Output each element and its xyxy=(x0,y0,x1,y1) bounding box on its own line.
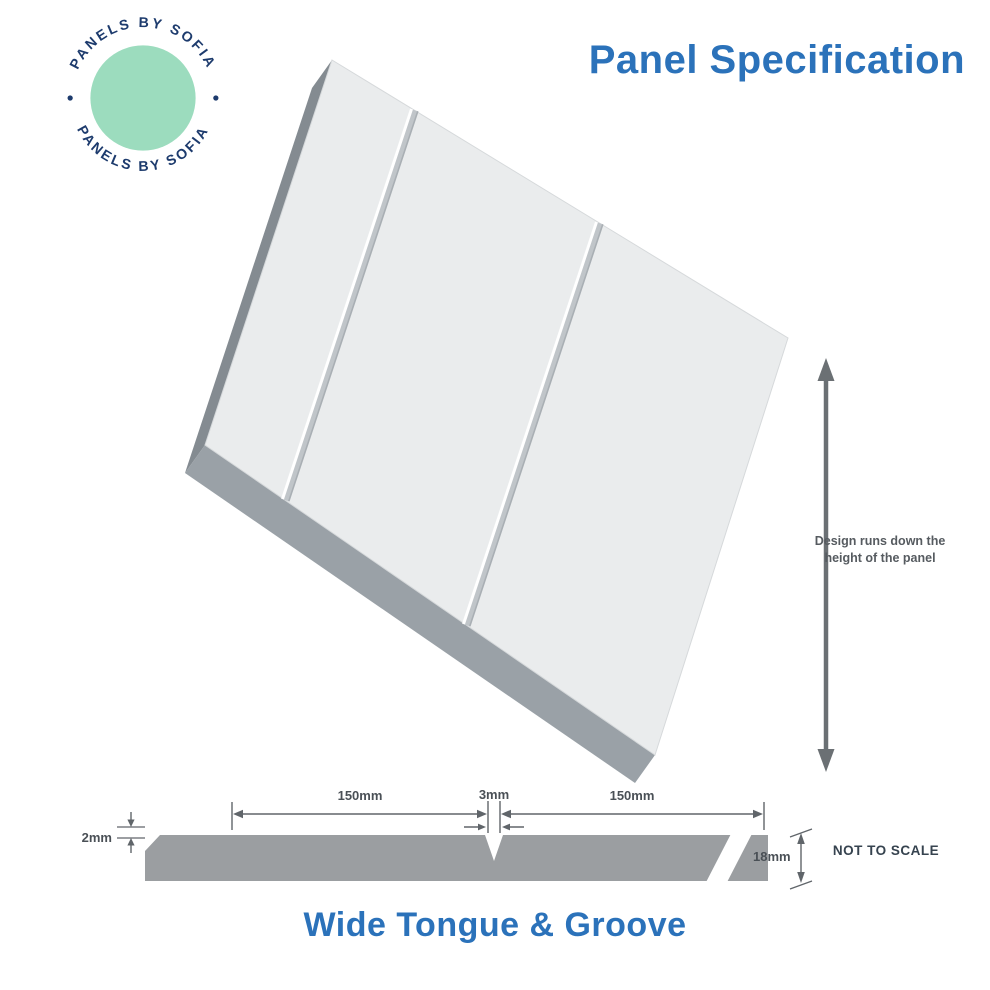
groove-1-highlight xyxy=(281,108,413,500)
panel-side-bottom xyxy=(185,445,655,783)
height-arrow-head-top xyxy=(817,358,835,381)
brand-logo: PANELS BY SOFIA PANELS BY SOFIA xyxy=(67,15,219,175)
groove-2-highlight xyxy=(462,221,598,625)
height-arrow-head-bottom xyxy=(817,749,835,772)
section-left-bevel xyxy=(145,835,160,851)
separator-dot-left xyxy=(67,95,73,101)
section-break-mark xyxy=(702,826,756,890)
separator-dot-right xyxy=(213,95,219,101)
groove-1-shadow xyxy=(281,108,418,502)
dim-label-groove: 3mm xyxy=(479,787,509,802)
dim-label-depth: 2mm xyxy=(82,830,112,845)
dimension-groove-3mm xyxy=(464,823,524,831)
height-note: Design runs down the height of the panel xyxy=(792,533,968,567)
height-note-line1: Design runs down the xyxy=(814,534,946,548)
logo-circle xyxy=(90,45,196,151)
cross-section: 150mm 3mm 150mm 2mm 18mm NOT TO SCALE xyxy=(82,787,939,890)
groove-1-edge xyxy=(288,110,419,502)
section-bar xyxy=(145,835,768,881)
dim-label-left: 150mm xyxy=(338,788,383,803)
panel-3d-render xyxy=(185,59,789,783)
dimension-left-150 xyxy=(233,809,487,819)
diagram-title: Wide Tongue & Groove xyxy=(303,906,687,944)
dim-label-right: 150mm xyxy=(610,788,655,803)
height-note-line2: height of the panel xyxy=(824,550,936,565)
height-arrow xyxy=(817,358,835,772)
dimension-thickness-18mm xyxy=(789,828,813,890)
extension-lines xyxy=(231,801,765,833)
groove-2-edge xyxy=(469,223,604,627)
groove-2-shadow xyxy=(462,221,603,627)
page-title: Panel Specification xyxy=(588,38,965,82)
scale-note: NOT TO SCALE xyxy=(833,843,939,858)
dim-label-thickness: 18mm xyxy=(753,849,791,864)
panel-side-left xyxy=(185,60,332,473)
dimension-right-150 xyxy=(501,809,763,819)
dimension-depth-2mm xyxy=(117,812,145,853)
section-groove-notch xyxy=(485,835,503,861)
panel-face xyxy=(204,59,789,756)
